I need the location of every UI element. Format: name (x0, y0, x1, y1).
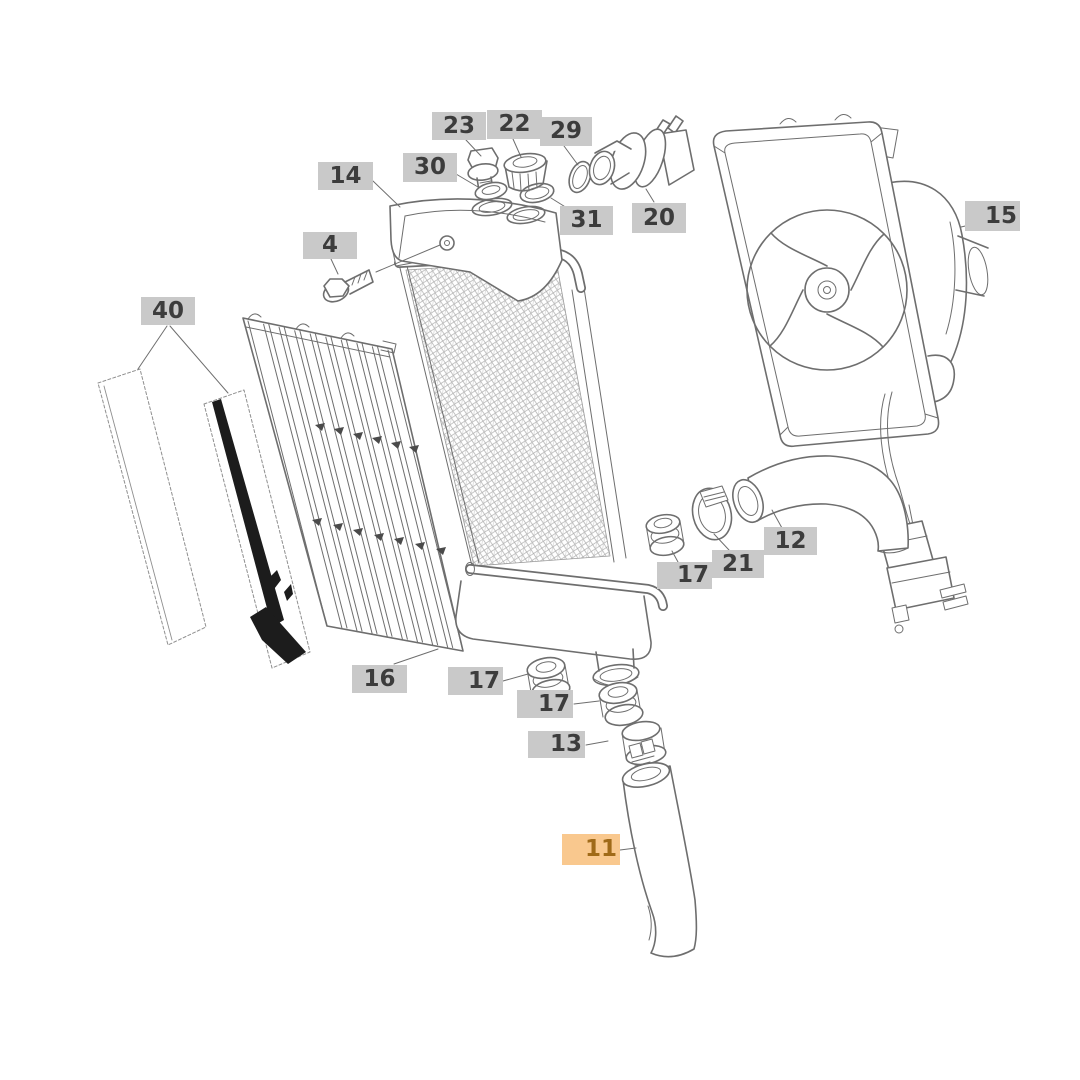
callout-20[interactable]: 20 (632, 203, 686, 233)
o-ring-29 (568, 160, 592, 194)
callout-16[interactable]: 16 (352, 665, 407, 693)
callout-31[interactable]: 31 (560, 206, 613, 235)
callout-30[interactable]: 30 (403, 153, 457, 182)
thermo-switch (588, 115, 695, 190)
lower-hose (621, 762, 698, 958)
callout-13[interactable]: 13 (528, 731, 585, 758)
decal-set (97, 368, 311, 669)
leader-lines (137, 138, 1001, 851)
bleed-screw (467, 147, 499, 192)
washer (474, 181, 508, 201)
callout-22[interactable]: 22 (487, 110, 542, 139)
callout-4[interactable]: 4 (303, 232, 357, 259)
callout-17-a[interactable]: 17 (448, 667, 503, 695)
callout-21[interactable]: 21 (712, 550, 764, 578)
callout-17-b[interactable]: 17 (517, 690, 573, 718)
callout-11-highlighted[interactable]: 11 (562, 834, 620, 865)
callout-23[interactable]: 23 (432, 112, 486, 140)
rubber-grommet-b (598, 681, 644, 727)
callout-12[interactable]: 12 (764, 527, 817, 555)
o-ring-31 (519, 182, 555, 204)
callout-29[interactable]: 29 (540, 117, 592, 146)
callout-40[interactable]: 40 (141, 297, 195, 325)
callout-14[interactable]: 14 (318, 162, 373, 190)
hose-clamp-21 (691, 485, 733, 541)
radiator (389, 197, 668, 687)
radiator-guard (242, 313, 464, 652)
upper-hose-elbow (732, 455, 909, 554)
rubber-grommet-right (645, 513, 685, 557)
hose-clamp-13 (621, 720, 667, 767)
flange-bolt (322, 244, 441, 303)
callout-17-right[interactable]: 17 (657, 562, 712, 589)
callout-15[interactable]: 15 (965, 201, 1020, 231)
radiator-cap (503, 152, 548, 192)
